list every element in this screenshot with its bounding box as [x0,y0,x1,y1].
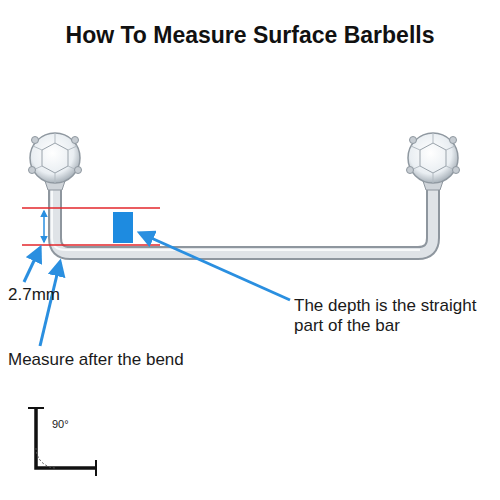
gem-prong [407,167,414,174]
angle-tick [28,407,44,409]
gem-stone [30,133,80,183]
angle-tick [95,460,97,476]
depth-marker [113,212,133,243]
angle-arc [36,448,56,468]
note-label: The depth is the straight part of the ba… [294,296,490,337]
bar [55,182,433,253]
measure-line [22,207,160,209]
gem-prong [450,137,457,144]
gem-facet [420,143,446,173]
note-label: Measure after the bend [8,350,184,370]
bar-highlight [52,182,420,250]
gem-prong [32,137,39,144]
gem-prong [410,137,417,144]
leader-arrow [24,248,40,282]
gem-stone [408,133,458,183]
title: How To Measure Surface Barbells [0,22,500,50]
gem-facet [33,133,77,183]
angle-symbol [36,408,96,468]
dimension-label: 2.7mm [8,285,60,305]
gem-prong [29,167,36,174]
gem-facet [42,143,68,173]
gem-prong [453,167,460,174]
dimension-arrow [43,211,45,242]
gem [407,133,460,183]
gem [29,133,82,183]
gem-prong [75,167,82,174]
bar-outline [55,182,433,253]
gem-prong [72,137,79,144]
angle-label: 90° [52,418,69,431]
measure-line [22,244,160,246]
gem-facet [411,133,455,183]
leader-arrow [140,233,290,300]
